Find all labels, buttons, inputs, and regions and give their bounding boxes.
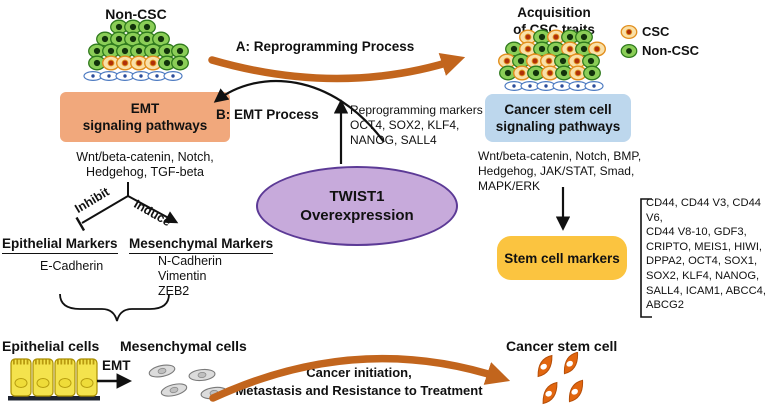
epithelial-cells-drawing	[8, 358, 100, 401]
csc-box-title-line1: Cancer stem cell	[504, 102, 612, 117]
process-b-label: B: EMT Process	[216, 107, 319, 122]
cancer-stem-cells-drawing	[531, 352, 590, 405]
non-csc-cell-cluster	[83, 19, 189, 82]
marker-gene-line: SOX2, KLF4, NANOG,	[646, 269, 760, 282]
csc-cell-icon	[620, 25, 638, 39]
mesenchymal-markers-header: Mesenchymal Markers	[129, 235, 274, 254]
twist1-label-line2: Overexpression	[300, 207, 414, 224]
induce-label: Induce	[131, 196, 174, 230]
outcome-text: Cancer initiation, Metastasis and Resist…	[235, 365, 483, 398]
stem-cell-markers-label: Stem cell markers	[504, 250, 620, 266]
mesenchymal-cells-drawing	[147, 362, 229, 401]
csc-pathway-genes: Wnt/beta-catenin, Notch, BMP, Hedgehog, …	[478, 149, 642, 193]
marker-gene-line: CD44, CD44 V3, CD44 V6,	[646, 197, 762, 224]
cancer-stem-cell-label: Cancer stem cell	[506, 338, 618, 354]
reprogramming-markers-text: Reprogramming markers OCT4, SOX2, KLF4, …	[350, 103, 483, 147]
mesenchymal-marker-list: N-Cadherin Vimentin ZEB2	[158, 254, 222, 299]
inhibit-bar	[75, 216, 86, 232]
csc-traits-cell-cluster	[498, 29, 606, 92]
non-csc-cluster-label: Non-CSC	[105, 6, 167, 22]
legend-item-csc: CSC	[620, 24, 699, 40]
epithelial-marker-item: E-Cadherin	[40, 259, 104, 273]
marker-gene-line: CD44 V8-10, GDF3,	[646, 226, 747, 239]
marker-gene-line: SALL4, ICAM1, ABCC4,	[646, 284, 767, 297]
emt-box-title-line1: EMT	[130, 101, 160, 116]
mesenchymal-marker-item: N-Cadherin	[158, 254, 222, 268]
marker-gene-line: DPPA2, OCT4, SOX1,	[646, 255, 758, 268]
marker-gene-line: ABCG2	[646, 299, 684, 312]
legend-item-non-csc: Non-CSC	[620, 43, 699, 59]
marker-gene-line: CRIPTO, MEIS1, HIWI,	[646, 240, 763, 253]
cancer-stem-cell-signaling-box: Cancer stem cell signaling pathways	[485, 94, 631, 142]
emt-box-title-line2: signaling pathways	[82, 118, 208, 133]
mesenchymal-marker-item: ZEB2	[158, 284, 190, 298]
emt-arrow-label: EMT	[102, 358, 131, 373]
epithelial-cells-label: Epithelial cells	[2, 338, 100, 354]
twist1-label-line1: TWIST1	[329, 188, 385, 205]
emt-signaling-pathways-box: EMT signaling pathways	[60, 92, 230, 142]
cell-type-legend: CSC Non-CSC	[620, 24, 699, 59]
non-csc-cell-icon	[620, 44, 638, 58]
legend-label: CSC	[642, 24, 670, 39]
csc-box-title-line2: signaling pathways	[495, 119, 621, 134]
twist1-overexpression-node: TWIST1 Overexpression	[256, 166, 458, 246]
emt-pathway-genes: Wnt/beta-catenin, Notch, Hedgehog, TGF-b…	[76, 150, 214, 179]
legend-label: Non-CSC	[642, 43, 700, 58]
mesenchymal-marker-item: Vimentin	[158, 269, 207, 283]
stem-cell-markers-box: Stem cell markers	[497, 236, 627, 280]
mesenchymal-cells-label: Mesenchymal cells	[120, 338, 247, 354]
epithelial-markers-header: Epithelial Markers	[2, 235, 118, 254]
reprogramming-process-arrow	[208, 52, 466, 83]
inhibit-label: Inhibit	[72, 184, 112, 217]
stem-cell-marker-gene-list: CD44, CD44 V3, CD44 V6, CD44 V8-10, GDF3…	[646, 196, 778, 313]
process-a-label: A: Reprogramming Process	[235, 39, 415, 54]
markers-curly-brace	[59, 293, 170, 322]
